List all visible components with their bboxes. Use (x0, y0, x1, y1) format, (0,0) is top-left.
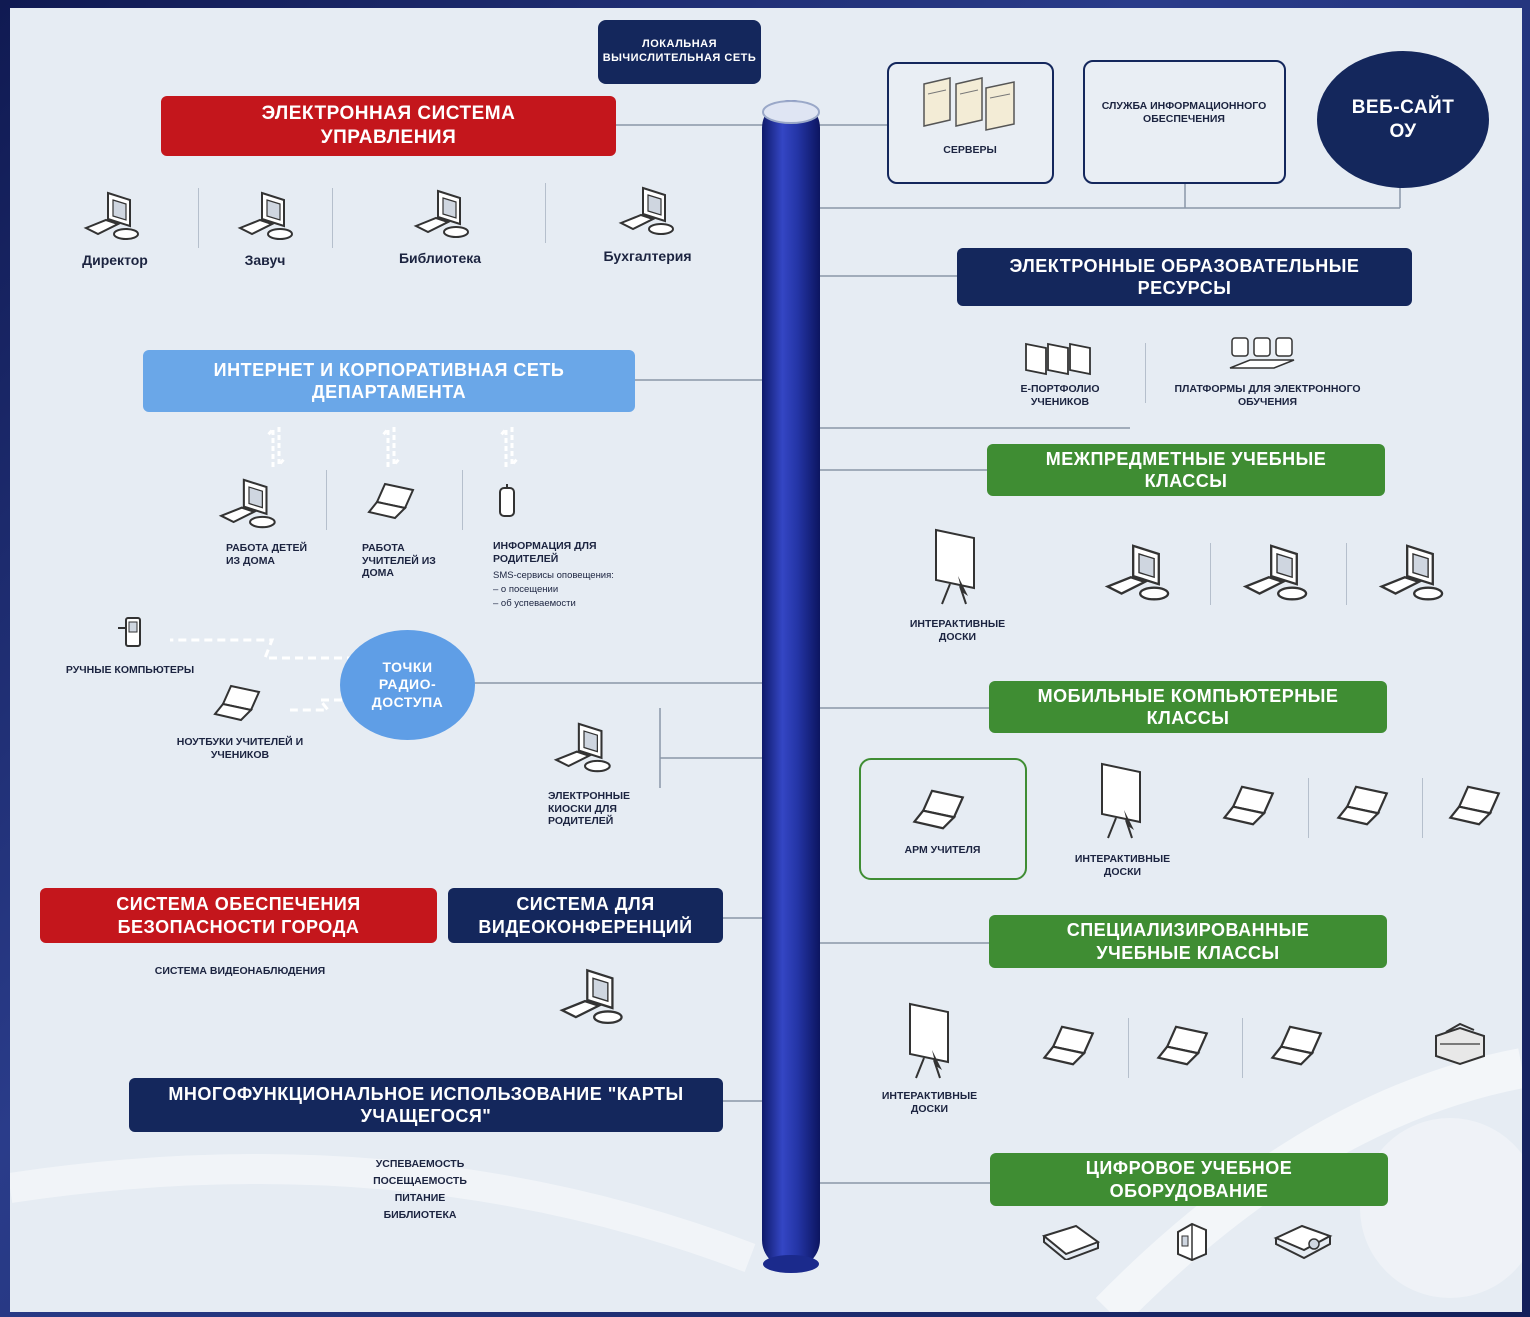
teacher-workstation-box (859, 758, 1027, 880)
divider (332, 188, 333, 248)
desktop-computer-icon (1098, 540, 1180, 604)
mobile-classes-header: МОБИЛЬНЫЕ КОМПЬЮТЕРНЫЕ КЛАССЫ (989, 681, 1387, 733)
kiosks-label: ЭЛЕКТРОННЫЕ КИОСКИ ДЛЯ РОДИТЕЛЕЙ (548, 790, 631, 828)
printer-icon (1430, 1016, 1490, 1068)
divider (545, 183, 546, 243)
portfolio-label: Е-ПОРТФОЛИО УЧЕНИКОВ (1020, 383, 1100, 408)
info-service-box (1083, 60, 1286, 184)
divider (1242, 1018, 1243, 1078)
sync-arrows-icon (380, 423, 402, 471)
interactive-board-icon (900, 1000, 960, 1080)
lan-label: ЛОКАЛЬНАЯ ВЫЧИСЛИТЕЛЬНАЯ СЕТЬ (598, 20, 761, 84)
platform-icon (1228, 334, 1298, 374)
student-card-header: МНОГОФУНКЦИОНАЛЬНОЕ ИСПОЛЬЗОВАНИЕ "КАРТЫ… (129, 1078, 723, 1132)
kids-home-label: РАБОТА ДЕТЕЙ ИЗ ДОМА (226, 542, 308, 567)
desktop-computer-icon (553, 964, 633, 1028)
specialized-classes-header: СПЕЦИАЛИЗИРОВАННЫЕ УЧЕБНЫЕ КЛАССЫ (989, 915, 1387, 968)
diagram-canvas: ЛОКАЛЬНАЯ ВЫЧИСЛИТЕЛЬНАЯ СЕТЬ ЭЛЕКТРОННА… (10, 8, 1522, 1312)
desktop-computer-icon (78, 188, 148, 243)
radio-access-points-badge: ТОЧКИ РАДИО-ДОСТУПА (340, 630, 475, 740)
website-badge: ВЕБ-САЙТ ОУ (1317, 51, 1489, 188)
handheld-computer-icon (114, 614, 148, 652)
laptop-icon (910, 784, 976, 834)
laptop-icon (365, 478, 425, 523)
divider (1346, 543, 1347, 605)
sync-arrows-icon (498, 423, 520, 471)
videoconference-header: СИСТЕМА ДЛЯ ВИДЕОКОНФЕРЕНЦИЙ (448, 888, 723, 943)
sms-line: – об успеваемости (493, 598, 576, 609)
interdisciplinary-header: МЕЖПРЕДМЕТНЫЕ УЧЕБНЫЕ КЛАССЫ (987, 444, 1385, 496)
card-use-item: ПИТАНИЕ (394, 1192, 446, 1204)
interactive-board-icon (926, 526, 986, 606)
head-teacher-label: Завуч (244, 252, 286, 268)
desktop-computer-icon (1372, 540, 1454, 604)
desktop-computer-icon (613, 183, 683, 238)
boards-label: ИНТЕРАКТИВНЫЕ ДОСКИ (1074, 853, 1171, 878)
card-use-item: УСПЕВАЕМОСТЬ (375, 1158, 465, 1170)
servers-label: СЕРВЕРЫ (943, 144, 997, 156)
connector-layer (10, 100, 1522, 1312)
laptop-icon (1220, 780, 1286, 830)
divider (462, 470, 463, 530)
eor-header: ЭЛЕКТРОННЫЕ ОБРАЗОВАТЕЛЬНЫЕ РЕСУРСЫ (957, 248, 1412, 306)
accounting-label: Бухгалтерия (603, 248, 692, 264)
sms-line: SMS-сервисы оповещения: (493, 570, 614, 581)
laptop-icon (1040, 1020, 1106, 1070)
sms-line: – о посещении (493, 584, 559, 595)
library-label: Библиотека (398, 250, 482, 266)
director-label: Директор (82, 252, 148, 268)
mobile-phone-icon (495, 482, 521, 522)
management-system-header: ЭЛЕКТРОННАЯ СИСТЕМА УПРАВЛЕНИЯ (161, 96, 616, 156)
laptops-label: НОУТБУКИ УЧИТЕЛЕЙ И УЧЕНИКОВ (176, 736, 304, 761)
parents-info-label: ИНФОРМАЦИЯ ДЛЯ РОДИТЕЛЕЙ (493, 540, 597, 565)
teachers-home-label: РАБОТА УЧИТЕЛЕЙ ИЗ ДОМА (362, 542, 436, 580)
boards-label: ИНТЕРАКТИВНЫЕ ДОСКИ (909, 618, 1006, 643)
sync-arrows-icon (265, 423, 287, 471)
laptop-icon (1334, 780, 1400, 830)
card-use-item: ПОСЕЩАЕМОСТЬ (373, 1175, 467, 1187)
scanner-icon (1040, 1220, 1102, 1260)
projector-icon (1272, 1218, 1334, 1262)
laptop-icon (211, 680, 271, 725)
internet-network-header: ИНТЕРНЕТ И КОРПОРАТИВНАЯ СЕТЬ ДЕПАРТАМЕН… (143, 350, 635, 412)
info-service-label: СЛУЖБА ИНФОРМАЦИОННОГО ОБЕСПЕЧЕНИЯ (1101, 100, 1267, 125)
teacher-workstation-label: АРМ УЧИТЕЛЯ (904, 844, 981, 856)
portfolio-icon (1022, 338, 1096, 380)
divider (1422, 778, 1423, 838)
laptop-icon (1268, 1020, 1334, 1070)
city-security-header: СИСТЕМА ОБЕСПЕЧЕНИЯ БЕЗОПАСНОСТИ ГОРОДА (40, 888, 437, 943)
interactive-board-icon (1092, 760, 1152, 840)
desktop-computer-icon (213, 474, 285, 532)
handhelds-label: РУЧНЫЕ КОМПЬЮТЕРЫ (65, 664, 195, 676)
divider (1210, 543, 1211, 605)
boards-label: ИНТЕРАКТИВНЫЕ ДОСКИ (881, 1090, 978, 1115)
desktop-computer-icon (408, 186, 478, 241)
laptop-icon (1154, 1020, 1220, 1070)
desktop-computer-icon (1236, 540, 1318, 604)
desktop-computer-icon (232, 188, 302, 243)
card-use-item: БИБЛИОТЕКА (383, 1209, 457, 1221)
digital-equipment-header: ЦИФРОВОЕ УЧЕБНОЕ ОБОРУДОВАНИЕ (990, 1153, 1388, 1206)
divider (326, 470, 327, 530)
divider (1308, 778, 1309, 838)
video-surveillance-label: СИСТЕМА ВИДЕОНАБЛЮДЕНИЯ (154, 965, 326, 977)
servers-icon (920, 74, 1020, 134)
divider (1145, 343, 1146, 403)
laptop-icon (1446, 780, 1512, 830)
desktop-computer-icon (548, 718, 620, 776)
divider (198, 188, 199, 248)
document-camera-icon (1170, 1218, 1214, 1262)
divider (1128, 1018, 1129, 1078)
platforms-label: ПЛАТФОРМЫ ДЛЯ ЭЛЕКТРОННОГО ОБУЧЕНИЯ (1174, 383, 1361, 408)
